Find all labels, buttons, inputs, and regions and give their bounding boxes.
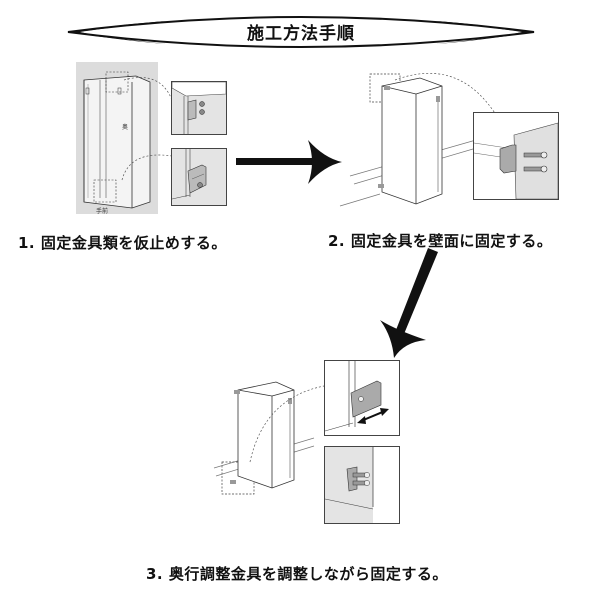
fix-bracket-drawing [324, 447, 399, 523]
cabinet-open-drawing [83, 71, 151, 209]
step3-caption: 3. 奥行調整金具を調整しながら固定する。 [146, 565, 448, 583]
bracket-screw-drawing [473, 122, 559, 200]
step3-detail-fix [324, 446, 400, 524]
arrow-down-left-icon [380, 248, 438, 358]
bracket-top-drawing [171, 81, 227, 134]
page-title: 施工方法手順 [247, 23, 355, 44]
step3-detail-adjust [324, 360, 400, 436]
label-front: 手前 [96, 208, 109, 215]
label-back: 奥 [122, 124, 129, 131]
step2-detail-screws [473, 112, 559, 200]
title-ellipse [67, 16, 535, 48]
step1-detail-bottom [171, 148, 227, 206]
detail-connector-lines [121, 77, 173, 181]
screw-icon [523, 151, 548, 173]
step1-cabinet-panel: 奥 手前 [76, 62, 158, 215]
arrow-right-icon [236, 140, 342, 184]
step1-detail-top [171, 81, 227, 135]
step2-caption: 2. 固定金具を壁面に固定する。 [328, 232, 553, 250]
adjust-bracket-drawing [324, 361, 389, 432]
step1-caption: 1. 固定金具類を仮止めする。 [18, 234, 227, 252]
step3-cabinet-drawing [213, 381, 325, 495]
title-banner: 施工方法手順 [66, 8, 536, 54]
double-arrow-icon [357, 408, 389, 424]
bracket-bottom-drawing [171, 149, 207, 200]
